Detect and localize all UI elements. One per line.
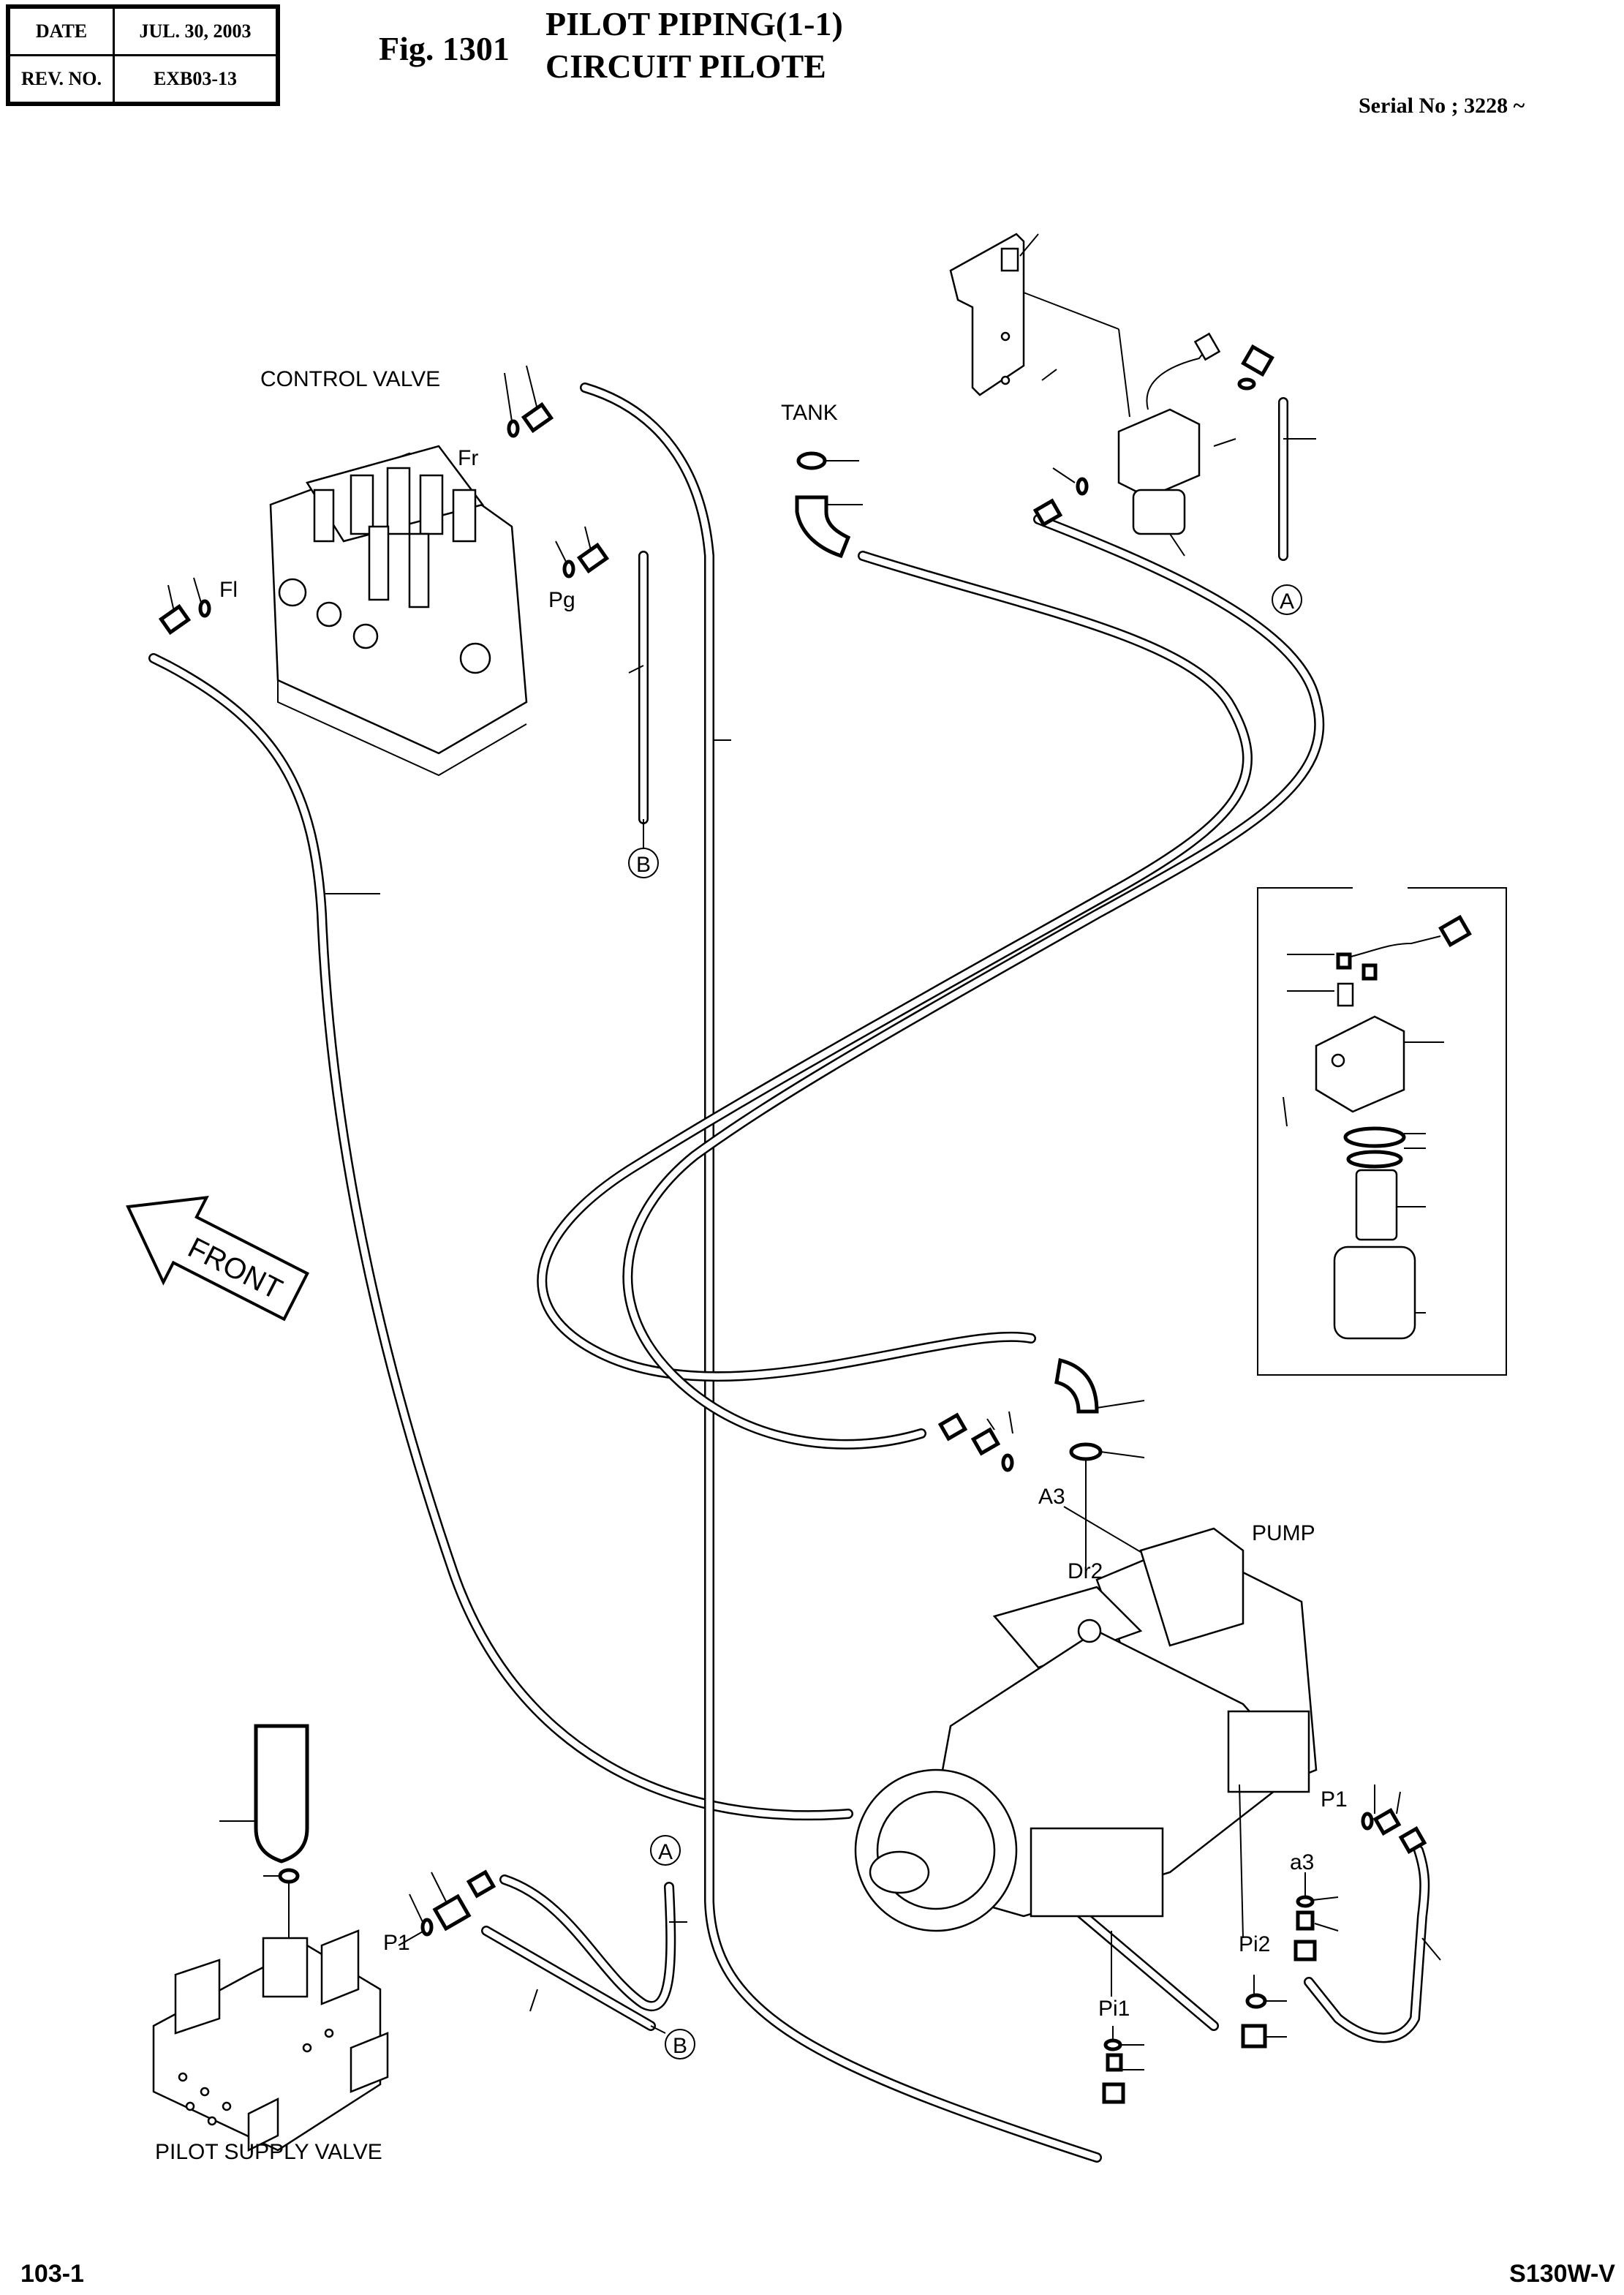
port-label-p1-pump: P1 — [1321, 1787, 1348, 1812]
fittings-a3-dr2 — [937, 1357, 1145, 1572]
svg-text:B: B — [636, 853, 651, 877]
page-title: PILOT PIPING(1-1) CIRCUIT PILOTE — [545, 3, 843, 88]
inset-box — [1257, 887, 1507, 1376]
serial-number: Serial No ; 3228 ~ — [1359, 94, 1525, 118]
fittings-pump-ports — [1102, 1785, 1441, 2104]
port-label-pi1: Pi1 — [1098, 1997, 1130, 2021]
figure-number: Fig. 1301 — [379, 30, 510, 67]
hose-fl-to-pump — [148, 653, 853, 1821]
pilot-filter[interactable] — [1117, 332, 1221, 557]
label-tank: TANK — [781, 401, 838, 425]
svg-text:A: A — [658, 1840, 673, 1864]
rev-label: REV. NO. — [7, 54, 115, 105]
title-french: CIRCUIT PILOTE — [545, 48, 826, 85]
connector-b-mid: B — [628, 819, 659, 878]
title-english: PILOT PIPING(1-1) — [545, 5, 843, 42]
svg-text:A: A — [1280, 589, 1294, 614]
control-valve[interactable] — [269, 445, 528, 777]
revision-table: DATE JUL. 30, 2003 REV. NO. EXB03-13 — [6, 4, 280, 106]
port-label-pg: Pg — [548, 588, 575, 612]
port-label-p1-supply: P1 — [383, 1931, 410, 1955]
port-label-pi2: Pi2 — [1239, 1932, 1270, 1956]
hose-filter-to-a3 — [622, 514, 1325, 1450]
front-arrow: FRONT — [126, 1195, 309, 1322]
fittings-control-valve — [158, 365, 731, 894]
rev-value: EXB03-13 — [113, 54, 279, 105]
port-label-fl: Fl — [219, 578, 238, 602]
page-number: 103-1 — [20, 2260, 84, 2288]
date-label: DATE — [7, 5, 115, 56]
hose-fr-to-pump-pi1 — [580, 383, 1102, 2163]
model-code: S130W-V — [1509, 2260, 1615, 2288]
connector-b-bottom: B — [650, 2025, 695, 2060]
fittings-supply-valve — [398, 1869, 687, 2012]
port-label-a3-lower: a3 — [1290, 1850, 1314, 1874]
fittings-filter — [1032, 344, 1316, 527]
label-control-valve: CONTROL VALVE — [260, 367, 440, 391]
hose-p1-to-a3 — [1304, 1845, 1430, 2043]
connector-a-bottom: A — [650, 1835, 681, 1866]
hose-tank-to-dr2 — [537, 551, 1253, 1382]
connector-a-top: A — [1272, 584, 1302, 615]
port-label-fr: Fr — [458, 446, 478, 470]
port-label-a3: A3 — [1038, 1485, 1065, 1509]
pump[interactable] — [854, 1527, 1318, 1939]
hose-supply-to-a — [499, 1874, 676, 2011]
bracket-assembly — [949, 233, 1130, 418]
label-pump: PUMP — [1252, 1521, 1315, 1545]
svg-text:B: B — [673, 2034, 687, 2058]
hose-supply-to-b — [481, 1926, 656, 2031]
date-value: JUL. 30, 2003 — [113, 5, 279, 56]
pilot-supply-valve[interactable] — [152, 1929, 389, 2152]
label-pilot-supply-valve: PILOT SUPPLY VALVE — [155, 2140, 382, 2164]
tank-fitting — [795, 451, 863, 559]
